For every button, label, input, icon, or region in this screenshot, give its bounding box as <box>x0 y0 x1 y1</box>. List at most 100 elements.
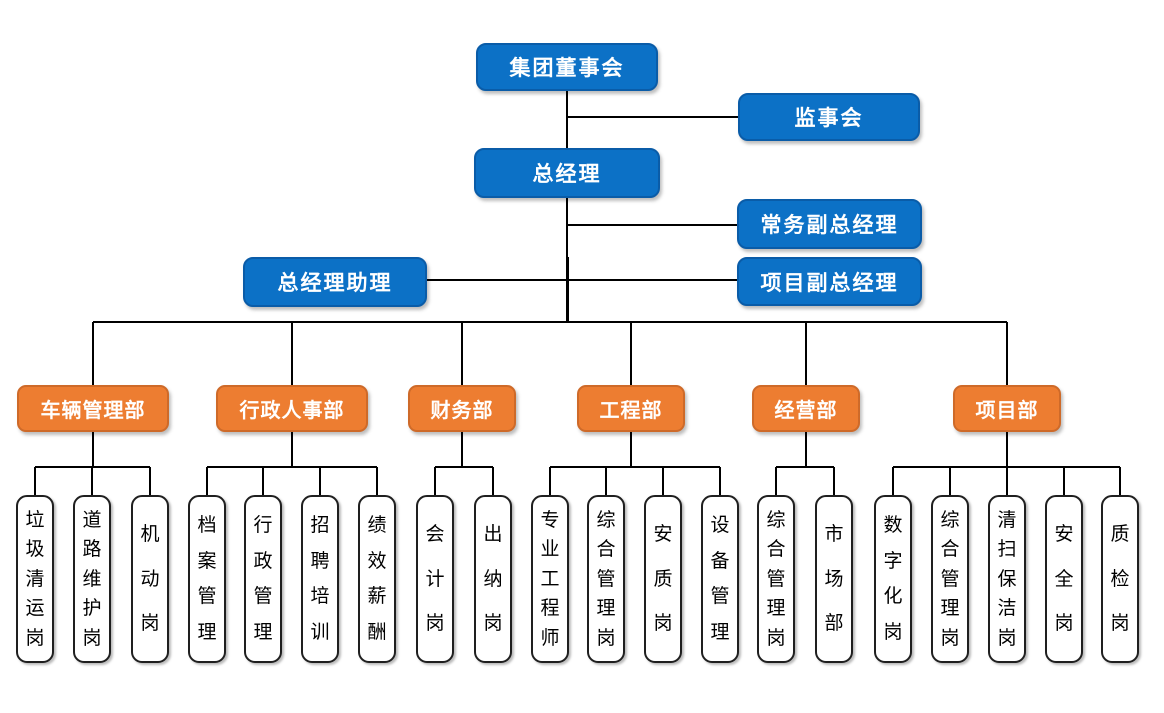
post-label-char: 化 <box>883 586 903 608</box>
post-label-char: 理 <box>253 621 273 643</box>
connector-line <box>565 257 569 322</box>
post-label-char: 管 <box>766 568 786 590</box>
connector-line <box>566 91 568 148</box>
connector-line <box>92 322 94 385</box>
post-box: 综合管理岗 <box>757 495 795 663</box>
post-label-char: 行 <box>253 515 273 537</box>
connector-line <box>492 467 494 495</box>
node-board-of-directors: 集团董事会 <box>476 43 658 91</box>
post-label-char: 部 <box>824 612 844 634</box>
post-label-char: 运 <box>25 598 45 619</box>
connector-line <box>775 467 777 495</box>
post-label-char: 岗 <box>940 627 960 649</box>
connector-line <box>434 467 436 495</box>
node-supervisory-board: 监事会 <box>738 93 920 141</box>
department-box: 经营部 <box>752 385 860 432</box>
post-label-char: 岗 <box>140 612 160 634</box>
post-box: 安全岗 <box>1045 495 1083 663</box>
post-label-char: 岗 <box>596 627 616 649</box>
post-label-char: 维 <box>82 568 102 590</box>
post-label-char: 岗 <box>766 627 786 649</box>
department-box: 项目部 <box>953 385 1061 432</box>
post-label-char: 岗 <box>483 612 503 634</box>
post-label-char: 质 <box>653 568 673 590</box>
post-label-char: 岗 <box>25 627 45 649</box>
connector-line <box>662 467 664 495</box>
post-box: 行政管理 <box>244 495 282 663</box>
post-label-char: 字 <box>883 550 903 572</box>
post-label-char: 动 <box>140 568 160 590</box>
post-label-char: 岗 <box>653 612 673 634</box>
post-label-char: 培 <box>310 586 330 608</box>
post-label-char: 综 <box>596 509 616 531</box>
connector-line <box>630 432 632 467</box>
post-label-char: 扫 <box>997 539 1017 560</box>
post-box: 道路维护岗 <box>73 495 111 663</box>
post-label-char: 护 <box>82 598 102 619</box>
post-label-char: 管 <box>197 586 217 608</box>
connector-line <box>833 467 835 495</box>
connector-line <box>319 467 321 495</box>
post-label-char: 档 <box>197 515 217 537</box>
post-label-char: 洁 <box>997 598 1017 619</box>
connector-line <box>291 322 293 385</box>
connector-line <box>34 467 36 495</box>
connector-line <box>1006 322 1008 385</box>
connector-line <box>92 432 94 467</box>
post-box: 市场部 <box>815 495 853 663</box>
connector-line <box>776 466 834 468</box>
post-label-char: 保 <box>997 568 1017 590</box>
post-box: 出纳岗 <box>474 495 512 663</box>
post-label-char: 会 <box>425 524 445 546</box>
node-project-deputy-gm: 项目副总经理 <box>737 257 922 306</box>
post-box: 质检岗 <box>1101 495 1139 663</box>
post-label-char: 出 <box>483 524 503 546</box>
post-box: 会计岗 <box>416 495 454 663</box>
post-label-char: 管 <box>710 586 730 608</box>
post-label-char: 理 <box>710 621 730 643</box>
post-label-char: 设 <box>710 515 730 537</box>
post-label-char: 安 <box>653 524 673 546</box>
post-label-char: 圾 <box>25 539 45 560</box>
post-label-char: 垃 <box>25 509 45 531</box>
post-label-char: 岗 <box>1054 612 1074 634</box>
post-label-char: 清 <box>25 568 45 590</box>
connector-line <box>461 432 463 467</box>
post-label-char: 场 <box>824 568 844 590</box>
connector-line <box>435 466 493 468</box>
post-label-char: 政 <box>253 550 273 572</box>
connector-line <box>630 322 632 385</box>
post-label-char: 管 <box>940 568 960 590</box>
post-label-char: 绩 <box>367 515 387 537</box>
post-label-char: 招 <box>310 515 330 537</box>
post-label-char: 业 <box>540 539 560 560</box>
post-label-char: 程 <box>540 598 560 619</box>
post-label-char: 合 <box>766 539 786 560</box>
post-label-char: 全 <box>1054 568 1074 590</box>
post-label-char: 理 <box>197 621 217 643</box>
post-label-char: 安 <box>1054 524 1074 546</box>
post-label-char: 计 <box>425 568 445 590</box>
post-box: 安质岗 <box>644 495 682 663</box>
post-box: 设备管理 <box>701 495 739 663</box>
post-label-char: 案 <box>197 550 217 572</box>
department-box: 工程部 <box>577 385 685 432</box>
post-label-char: 岗 <box>425 612 445 634</box>
department-box: 行政人事部 <box>216 385 368 432</box>
post-label-char: 检 <box>1110 568 1130 590</box>
post-box: 招聘培训 <box>301 495 339 663</box>
connector-line <box>93 321 1007 323</box>
node-executive-deputy-gm: 常务副总经理 <box>737 199 922 249</box>
connector-line <box>262 467 264 495</box>
post-label-char: 岗 <box>997 627 1017 649</box>
post-box: 数字化岗 <box>874 495 912 663</box>
post-label-char: 理 <box>940 598 960 619</box>
department-box: 财务部 <box>408 385 516 432</box>
post-label-char: 机 <box>140 524 160 546</box>
connector-line <box>207 466 377 468</box>
department-box: 车辆管理部 <box>17 385 169 432</box>
post-box: 机动岗 <box>131 495 169 663</box>
post-label-char: 理 <box>766 598 786 619</box>
post-label-char: 备 <box>710 550 730 572</box>
